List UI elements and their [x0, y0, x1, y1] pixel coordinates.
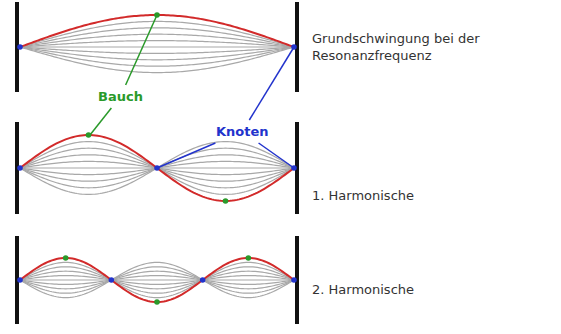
antinode-dot: [86, 132, 92, 138]
antinode-dot: [246, 255, 252, 261]
antinode-label: Bauch: [98, 88, 143, 105]
string-panel: [15, 236, 299, 324]
string-position: [20, 276, 294, 285]
string-position: [20, 161, 294, 174]
string-position: [20, 34, 294, 47]
node-dot: [154, 165, 160, 171]
node-dot: [17, 165, 23, 171]
string-position: [20, 262, 294, 297]
string-position: [20, 148, 294, 188]
string-position: [20, 142, 294, 195]
node-dot: [200, 277, 206, 283]
string-position: [20, 271, 294, 289]
string-position: [20, 142, 294, 195]
node-label: Knoten: [216, 123, 269, 140]
node-dot: [291, 44, 297, 50]
string-extreme: [20, 135, 294, 201]
string-extreme: [20, 258, 294, 302]
node-dot: [109, 277, 115, 283]
node-dot: [291, 277, 297, 283]
string-position: [20, 47, 294, 73]
antinode-dot: [154, 299, 160, 305]
leader-line: [126, 15, 157, 85]
node-dot: [17, 277, 23, 283]
string-position: [20, 28, 294, 47]
string-position: [20, 47, 294, 60]
string-position: [20, 279, 294, 280]
string-position: [20, 46, 294, 47]
string-position: [20, 21, 294, 47]
string-extreme: [20, 15, 294, 47]
mode-caption: Grundschwingung bei der Resonanzfrequenz: [312, 30, 480, 64]
leader-lines: [90, 15, 294, 168]
leader-line: [157, 143, 215, 168]
antinode-dot: [223, 198, 229, 204]
string-position: [20, 155, 294, 181]
leader-line: [90, 108, 111, 135]
leader-line: [259, 143, 294, 168]
node-dot: [17, 44, 23, 50]
marker-dots: [17, 255, 297, 305]
marker-dots: [17, 132, 297, 204]
node-dot: [291, 165, 297, 171]
string-position: [20, 267, 294, 293]
antinode-dot: [154, 12, 160, 18]
string-panel: [15, 2, 299, 92]
string-position: [20, 41, 294, 47]
string-position: [20, 276, 294, 285]
string-position: [20, 155, 294, 181]
string-panel: [15, 122, 299, 214]
string-position: [20, 148, 294, 188]
string-position: [20, 47, 294, 66]
string-position: [20, 271, 294, 289]
leader-line: [249, 47, 294, 120]
string-position: [20, 161, 294, 174]
mode-caption: 2. Harmonische: [312, 281, 414, 298]
marker-dots: [17, 12, 297, 50]
string-position: [20, 267, 294, 293]
string-position: [20, 262, 294, 297]
antinode-dot: [63, 255, 69, 261]
mode-caption: 1. Harmonische: [312, 187, 414, 204]
